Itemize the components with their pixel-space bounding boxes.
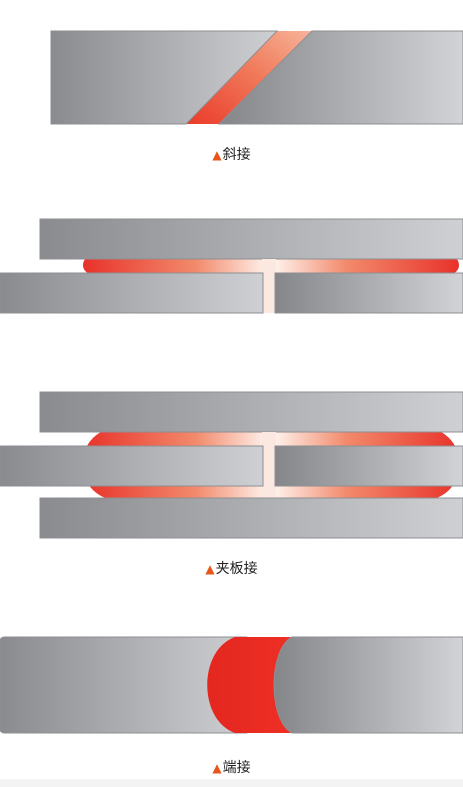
butt-heat-zone [207, 637, 292, 733]
right-base-plate [274, 272, 463, 314]
butt-right-rod [273, 636, 463, 734]
triangle-marker-icon: ▲ [212, 148, 222, 162]
butt-joint-caption: ▲端接 [0, 759, 463, 777]
scarf-left-plate [50, 30, 279, 125]
top-strap-plate [39, 218, 463, 260]
triangle-marker-icon: ▲ [205, 562, 215, 576]
splice-right-plate [274, 445, 463, 487]
butt-joint-figure [0, 636, 463, 734]
splice-top-plate [39, 391, 463, 433]
splice-gap-heat [262, 432, 276, 497]
splice-bottom-plate [39, 497, 463, 539]
scarf-heat-zone [186, 31, 312, 124]
butt-joint-label: 端接 [222, 760, 251, 776]
splice-left-plate [0, 445, 264, 487]
left-base-plate [0, 272, 264, 314]
splice-joint-caption: ▲夹板接 [0, 560, 463, 578]
scarf-joint-caption: ▲斜接 [0, 146, 463, 164]
scarf-joint-label: 斜接 [222, 147, 251, 163]
splice-joint-figure [0, 391, 463, 539]
scarf-joint-figure [50, 30, 463, 125]
triangle-marker-icon: ▲ [212, 761, 222, 775]
page-bottom-divider [0, 779, 463, 787]
splice-joint-label: 夹板接 [215, 561, 258, 577]
single-strap-joint-figure [0, 218, 463, 314]
strap-gap-heat [262, 259, 276, 313]
scarf-right-plate [217, 30, 463, 125]
